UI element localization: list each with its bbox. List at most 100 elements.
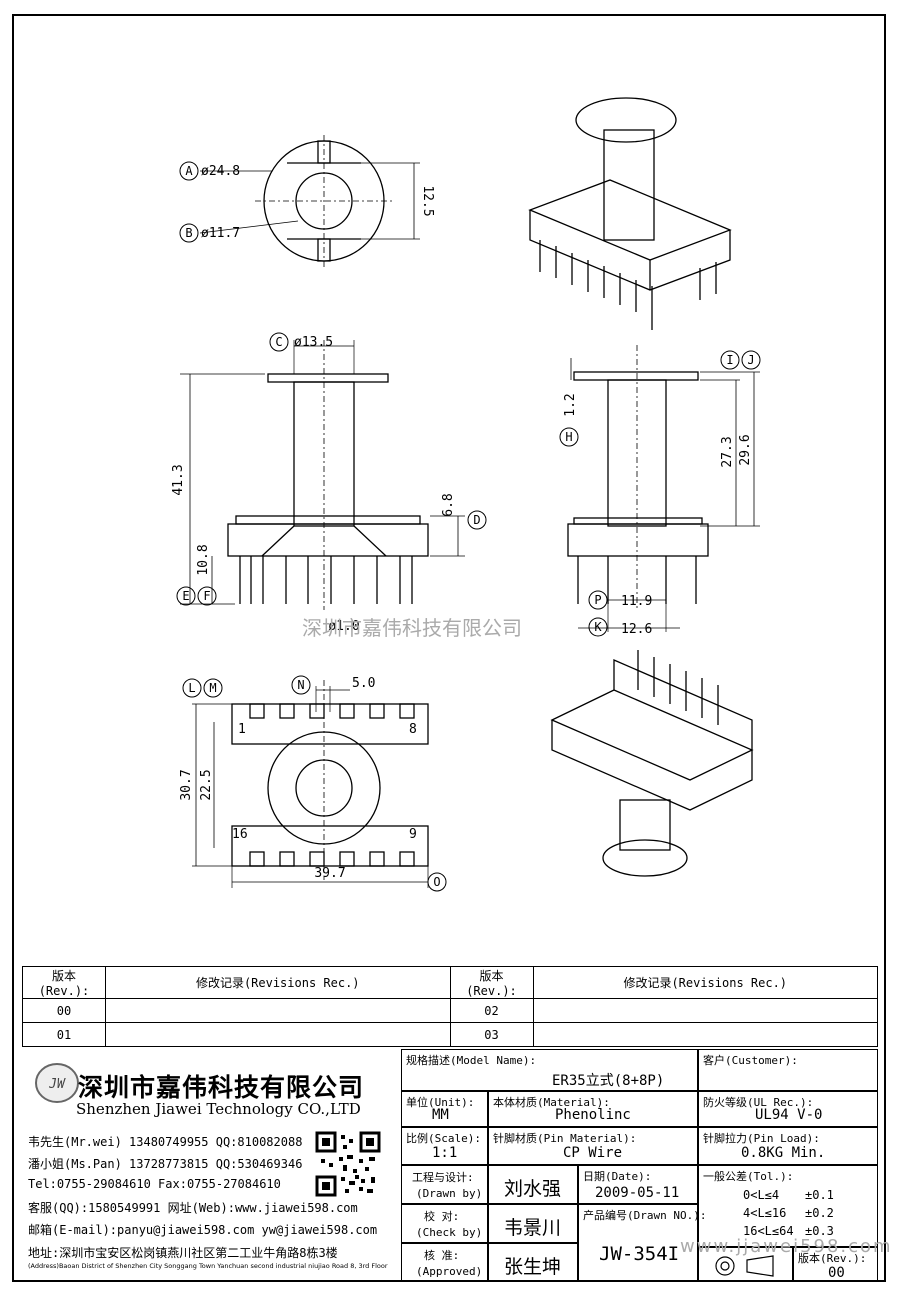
company-name-en: Shenzhen Jiawei Technology CO.,LTD [76, 1100, 361, 1118]
pin-label-9: 9 [409, 827, 417, 842]
unit-label: 单位(Unit): [406, 1096, 475, 1109]
tol-range: 16<L≤64 [743, 1224, 794, 1238]
contact-line: Tel:0755-29084610 Fax:0755-27084610 [28, 1177, 281, 1191]
rec-cell [532, 1022, 878, 1047]
callout-p-label: P [594, 593, 601, 607]
scale-label: 比例(Scale): [406, 1132, 481, 1145]
tol-range: 0<L≤4 [743, 1188, 780, 1202]
bottom-view [192, 680, 429, 888]
watermark-url: www.jjawei598.com [680, 1236, 893, 1257]
side-view [567, 345, 760, 632]
rev-header-2: 版本(Rev.): [449, 966, 534, 999]
date-value: 2009-05-11 [595, 1185, 680, 1201]
check-by-value: 韦景川 [504, 1217, 562, 1239]
check-label-en: (Check by) [416, 1226, 483, 1239]
pin-material-value: CP Wire [563, 1145, 623, 1161]
pin-label-8: 8 [409, 722, 417, 737]
callout-f [197, 586, 217, 606]
iso-view-bottom [550, 650, 754, 877]
callout-d-label: D [473, 513, 480, 527]
callout-f-label: F [203, 589, 210, 603]
contact-line: 韦先生(Mr.wei) 13480749955 QQ:810082088 [28, 1135, 303, 1149]
callout-m-label: M [209, 681, 216, 695]
rev-cell: 03 [449, 1022, 534, 1047]
callout-c-label: C [275, 335, 282, 349]
callout-j-label: J [747, 353, 754, 367]
unit-value: MM [432, 1107, 449, 1123]
approved-label-cell: 核 准: (Approved) [401, 1243, 488, 1282]
drawn-label-en: (Drawn by) [416, 1187, 483, 1200]
rec-header-2: 修改记录(Revisions Rec.) [532, 966, 878, 999]
qr-code-icon [315, 1131, 381, 1197]
callout-b [179, 223, 199, 243]
tolerance-cell: 一般公差(Tol.): 0<L≤4 ±0.1 4<L≤16 ±0.2 16<L≤… [698, 1165, 878, 1247]
dim-12-5: 12.5 [420, 185, 435, 216]
rev-header-1: 版本(Rev.): [22, 966, 106, 999]
material-cell: 本体材质(Material): Phenolinc [488, 1091, 698, 1127]
callout-l [182, 678, 202, 698]
dim-30-7: 30.7 [179, 769, 194, 800]
rec-header-1: 修改记录(Revisions Rec.) [105, 966, 451, 999]
rev-label: 版本(Rev.): [798, 1252, 867, 1265]
pin-label-1: 1 [238, 722, 246, 737]
scale-cell: 比例(Scale): 1:1 [401, 1127, 488, 1165]
ul-label: 防火等级(UL Rec.): [703, 1096, 814, 1109]
contact-line: 客服(QQ):1580549991 网址(Web):www.jiawei598.… [28, 1201, 358, 1215]
projection-symbol-icon [715, 1255, 774, 1277]
top-view [199, 135, 420, 268]
company-name-cn: 深圳市嘉伟科技有限公司 [78, 1073, 365, 1102]
scale-value: 1:1 [432, 1145, 458, 1161]
customer-cell: 客户(Customer): [698, 1049, 878, 1091]
drawn-no-label: 产品编号(Drawn NO.): [583, 1209, 707, 1222]
dim-6-8: 6.8 [441, 493, 456, 516]
iso-view-top [528, 97, 732, 330]
tol-value: ±0.3 [805, 1224, 834, 1238]
contact-line: 邮箱(E-mail):panyu@jiawei598.com yw@jiawei… [28, 1223, 378, 1237]
rev-cell: 01 [22, 1022, 106, 1047]
callout-a [179, 161, 199, 181]
dim-29-6: 29.6 [738, 434, 753, 465]
check-label-cn: 校 对: [424, 1210, 460, 1223]
dim-b-dia: ø11.7 [201, 226, 240, 241]
dim-22-5: 22.5 [199, 769, 214, 800]
callout-j [741, 350, 761, 370]
material-value: Phenolinc [555, 1107, 631, 1123]
callout-d [467, 510, 487, 530]
pin-material-cell: 针脚材质(Pin Material): CP Wire [488, 1127, 698, 1165]
dim-a-dia: ø24.8 [201, 164, 240, 179]
dim-c-dia: ø13.5 [294, 335, 333, 350]
callout-c [269, 332, 289, 352]
front-view [180, 340, 465, 610]
rec-cell [105, 1022, 451, 1047]
callout-i-label: I [726, 353, 733, 367]
tol-label: 一般公差(Tol.): [703, 1170, 794, 1183]
dim-1-2: 1.2 [563, 393, 578, 416]
callout-e [176, 586, 196, 606]
callout-k [588, 617, 608, 637]
callout-l-label: L [188, 681, 195, 695]
watermark-center: 深圳市嘉伟科技有限公司 [302, 616, 522, 640]
model-label: 规格描述(Model Name): [406, 1054, 537, 1067]
revisions-table: 版本(Rev.): 修改记录(Revisions Rec.) 版本(Rev.):… [22, 966, 878, 1047]
address-en: (Address)Baoan District of Shenzhen City… [28, 1262, 388, 1270]
customer-label: 客户(Customer): [703, 1054, 798, 1067]
technical-drawing: A B C D E F H I J K L M N O P ø24.8 ø11.… [171, 97, 761, 892]
ul-cell: 防火等级(UL Rec.): UL94 V-0 [698, 1091, 878, 1127]
drawn-by-cell: 刘水强 [488, 1165, 578, 1204]
pin-load-cell: 针脚拉力(Pin Load): 0.8KG Min. [698, 1127, 878, 1165]
rec-cell [105, 998, 451, 1023]
callout-n [291, 675, 311, 695]
drawn-by-label-cell: 工程与设计: (Drawn by) [401, 1165, 488, 1204]
dim-12-6: 12.6 [621, 622, 652, 637]
callout-e-label: E [182, 589, 189, 603]
dim-10-8: 10.8 [196, 544, 211, 575]
callout-i [720, 350, 740, 370]
callout-p [588, 590, 608, 610]
dim-11-9: 11.9 [621, 594, 652, 609]
rev-cell: 00 [22, 998, 106, 1023]
ul-value: UL94 V-0 [755, 1107, 823, 1123]
callout-o-label: O [433, 875, 440, 889]
pin-label-16: 16 [232, 827, 248, 842]
model-value: ER35立式(8+8P) [552, 1073, 665, 1089]
